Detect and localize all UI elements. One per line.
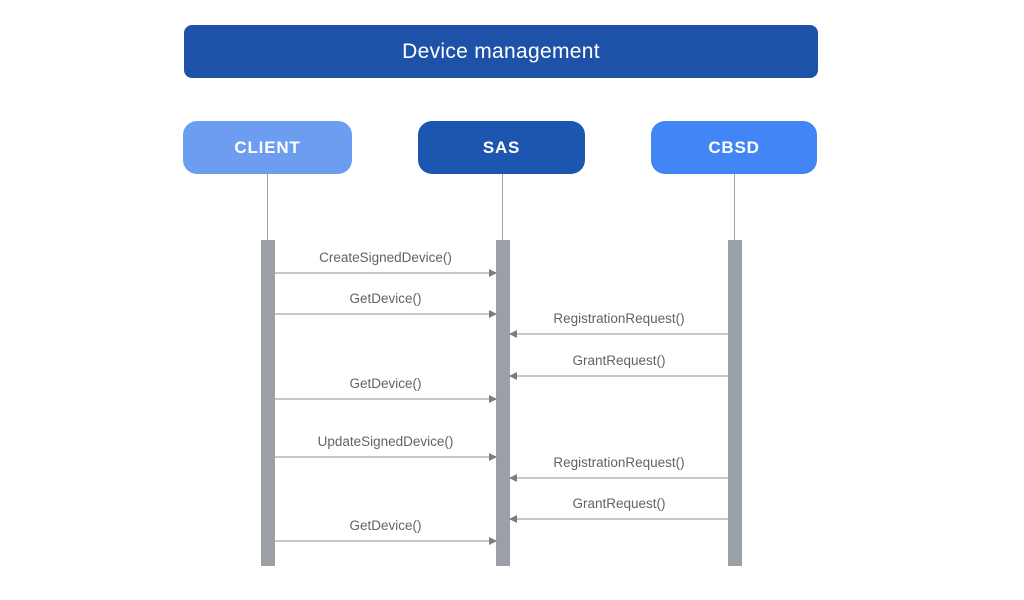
message-label: UpdateSignedDevice() <box>317 434 454 449</box>
arrow-left-icon <box>509 330 517 338</box>
arrow-right-icon <box>489 310 497 318</box>
actor-cbsd: CBSD <box>651 121 817 174</box>
lifeline-cbsd <box>734 174 735 241</box>
arrow-left-icon <box>509 372 517 380</box>
message-label: CreateSignedDevice() <box>319 250 452 265</box>
message-line <box>510 477 728 479</box>
arrow-right-icon <box>489 395 497 403</box>
arrow-right-icon <box>489 453 497 461</box>
diagram-title: Device management <box>184 25 818 78</box>
arrow-left-icon <box>509 474 517 482</box>
message-line <box>510 375 728 377</box>
actor-client: CLIENT <box>183 121 352 174</box>
lifeline-sas <box>502 174 503 241</box>
arrow-left-icon <box>509 515 517 523</box>
message-line <box>275 272 496 274</box>
message-label: GrantRequest() <box>572 353 666 368</box>
message-label: GrantRequest() <box>572 496 666 511</box>
message-line <box>275 456 496 458</box>
activation-bar-cbsd <box>728 240 742 566</box>
activation-bar-client <box>261 240 275 566</box>
message-label: GetDevice() <box>349 376 422 391</box>
arrow-right-icon <box>489 537 497 545</box>
lifeline-client <box>267 174 268 241</box>
activation-bar-sas <box>496 240 510 566</box>
message-line <box>275 313 496 315</box>
arrow-right-icon <box>489 269 497 277</box>
actor-sas: SAS <box>418 121 585 174</box>
message-label: RegistrationRequest() <box>553 455 685 470</box>
message-line <box>510 333 728 335</box>
message-label: RegistrationRequest() <box>553 311 685 326</box>
message-line <box>275 398 496 400</box>
message-line <box>275 540 496 542</box>
message-label: GetDevice() <box>349 291 422 306</box>
message-line <box>510 518 728 520</box>
message-label: GetDevice() <box>349 518 422 533</box>
